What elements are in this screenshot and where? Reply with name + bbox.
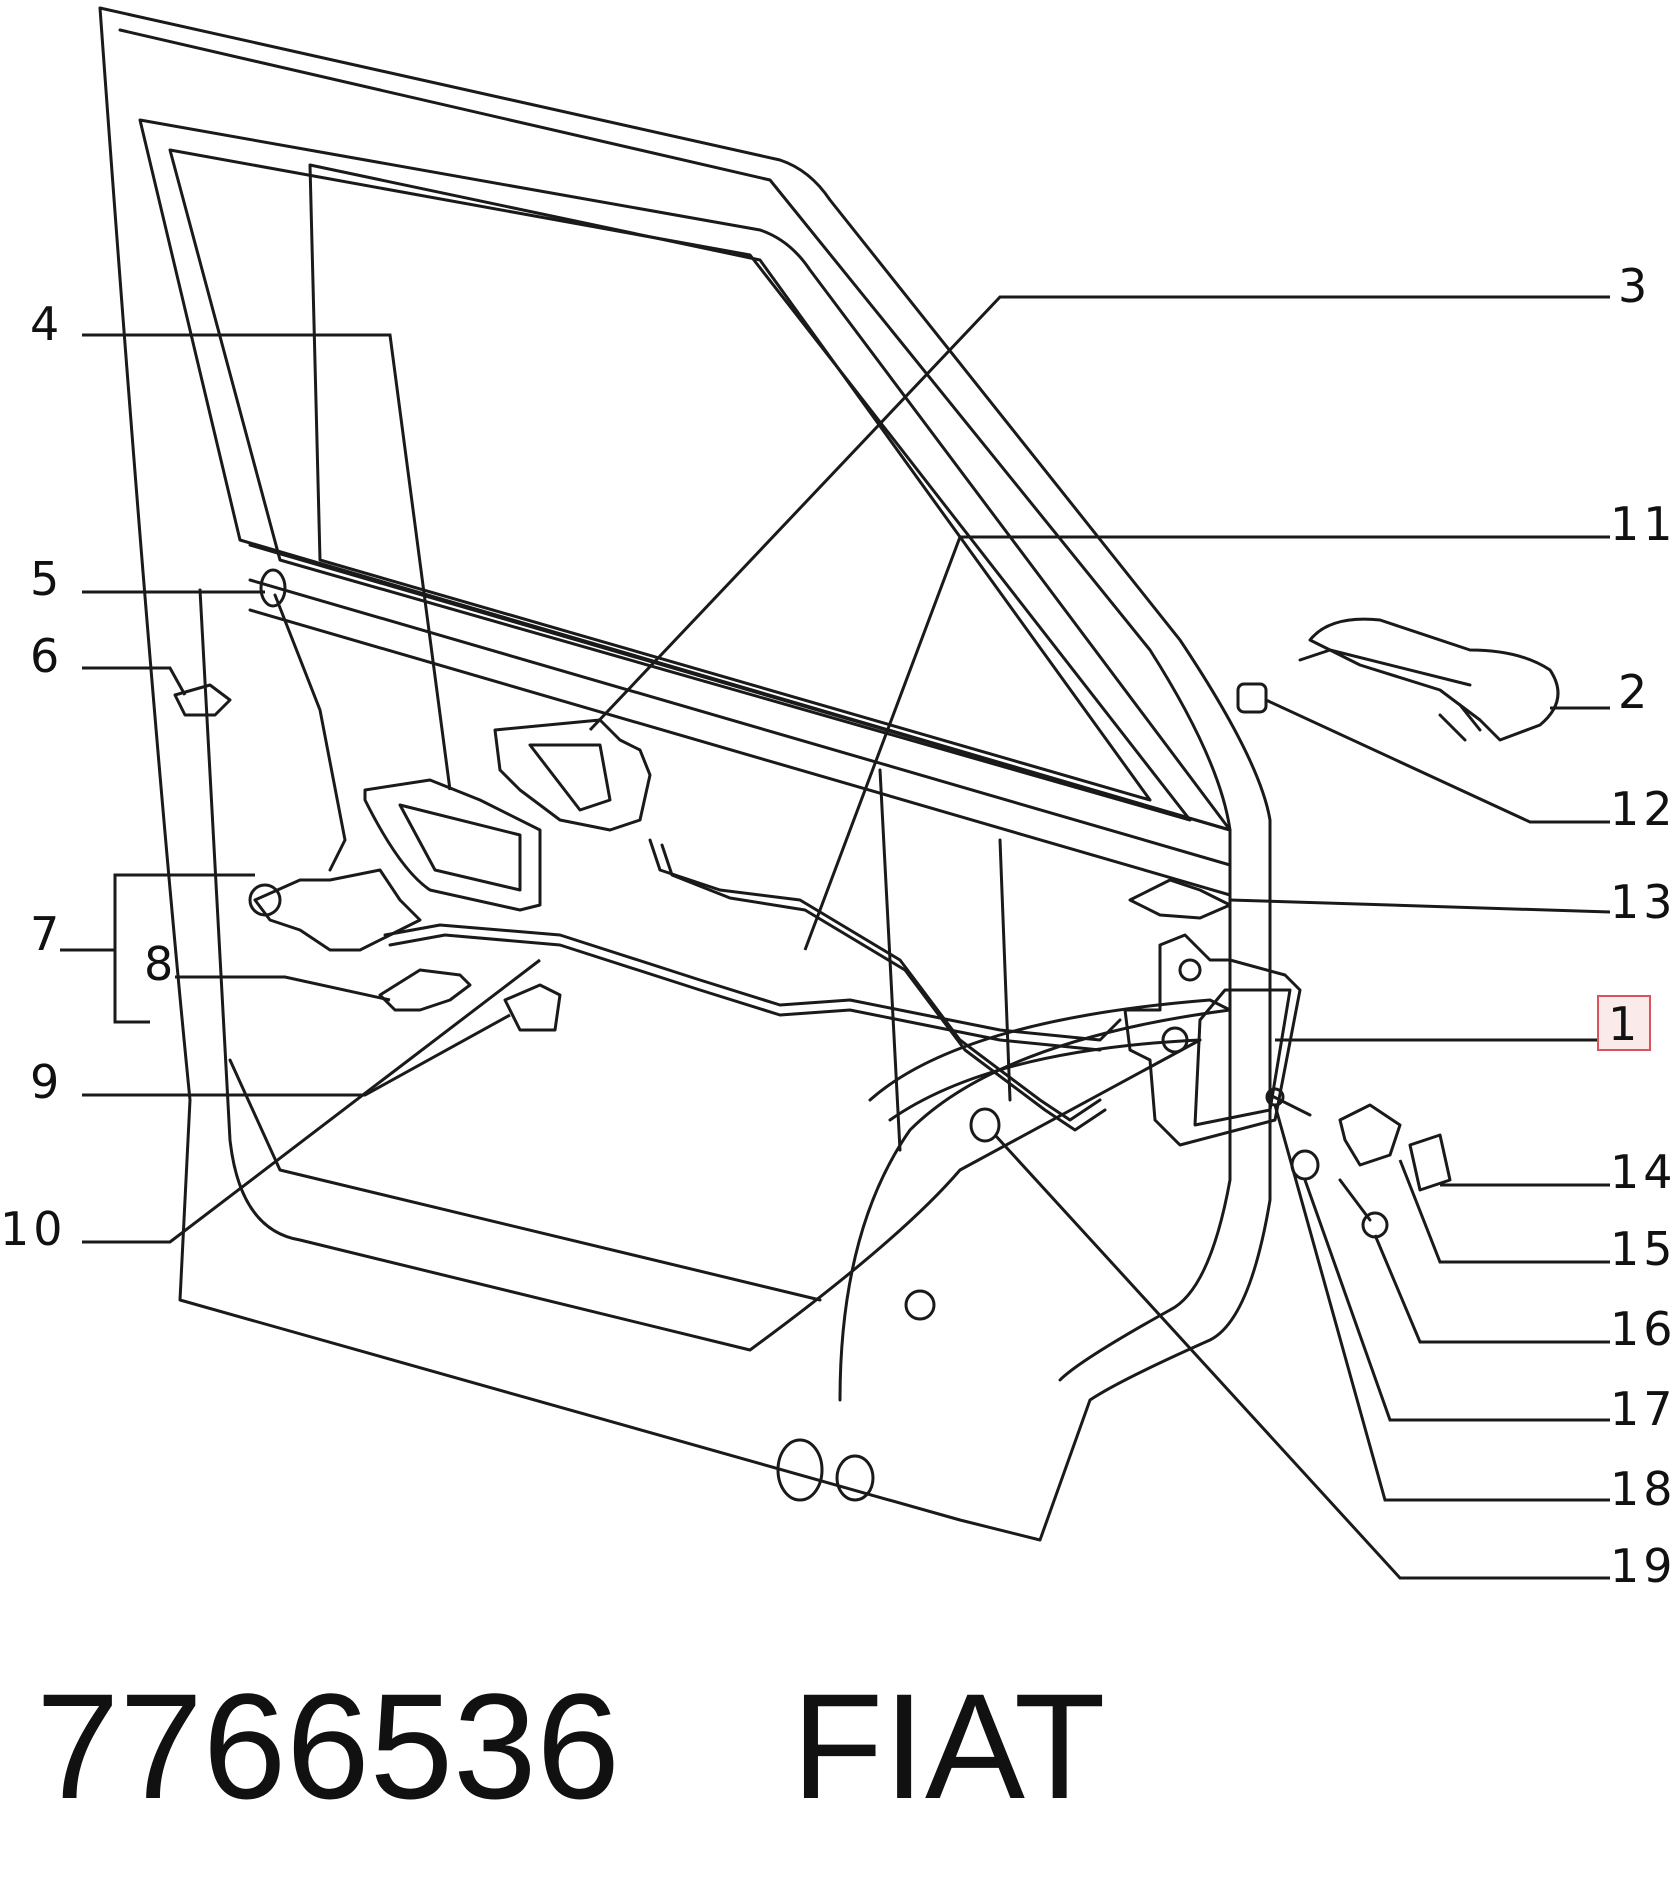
drain-hole-1 — [776, 1438, 824, 1502]
door-lock-1-face — [1193, 988, 1292, 1127]
clip-8 — [378, 968, 472, 1012]
callout-14[interactable]: 14 — [1610, 1145, 1673, 1199]
callout-19[interactable]: 19 — [1610, 1539, 1673, 1593]
lock-assembly-7-cyl — [248, 883, 282, 917]
door-frame-inner — [118, 28, 1232, 1382]
panel-hole — [904, 1289, 936, 1321]
callout-4[interactable]: 4 — [30, 297, 63, 351]
door-lock-1-pivot — [1178, 958, 1202, 982]
leader-7-bracket — [113, 873, 255, 1024]
callout-2[interactable]: 2 — [1618, 665, 1651, 719]
leader-18 — [1273, 1104, 1610, 1502]
belt-rail-3 — [248, 608, 1232, 897]
leader-8 — [175, 975, 391, 1002]
lock-knob-5 — [259, 568, 287, 608]
rod-11 — [648, 838, 1102, 1122]
callout-18[interactable]: 18 — [1610, 1462, 1673, 1516]
wheel-arch-inner — [888, 1038, 1202, 1122]
callout-15[interactable]: 15 — [1610, 1222, 1673, 1276]
callout-16[interactable]: 16 — [1610, 1302, 1673, 1356]
grommet-6 — [173, 683, 232, 717]
screw-18 — [1268, 1093, 1312, 1117]
leader-17 — [1303, 1179, 1610, 1422]
leader-19 — [993, 1133, 1610, 1580]
inner-handle-3 — [493, 718, 652, 832]
window-opening — [138, 118, 1232, 832]
outer-handle-stud — [1298, 648, 1332, 662]
bushing-9 — [503, 983, 562, 1032]
callout-1-highlight — [1597, 995, 1651, 1051]
escutcheon-4-inner — [398, 803, 522, 892]
leader-10 — [82, 958, 541, 1244]
callout-17[interactable]: 17 — [1610, 1382, 1673, 1436]
callout-7[interactable]: 7 — [30, 907, 63, 961]
inner-panel — [198, 588, 1202, 1352]
striker-15 — [1338, 1103, 1402, 1167]
rod-2 — [388, 933, 1102, 1052]
rod-11b — [660, 843, 1107, 1132]
callout-10[interactable]: 10 — [0, 1202, 67, 1256]
leader-12 — [1265, 698, 1610, 824]
window-opening-inner — [168, 148, 1192, 822]
leader-9 — [82, 1013, 511, 1097]
leader-11 — [803, 535, 1610, 951]
rod-1 — [383, 923, 1122, 1042]
leader-3 — [588, 295, 1610, 732]
drain-hole-2 — [835, 1454, 875, 1502]
outer-handle-grip — [1328, 648, 1472, 687]
callout-labels: 1 2 3 4 5 6 7 8 9 10 11 12 13 14 15 16 1… — [0, 259, 1673, 1593]
outer-handle — [1308, 617, 1560, 742]
brand-name: FIAT — [791, 1662, 1106, 1830]
belt-rail-upper — [248, 543, 1232, 832]
callout-5[interactable]: 5 — [30, 552, 63, 606]
lock-rod-5 — [273, 593, 347, 872]
bolt-16 — [1338, 1178, 1372, 1222]
callout-1[interactable]: 1 — [1608, 997, 1641, 1051]
bolt-16-head — [1361, 1211, 1389, 1239]
belt-rail-lower — [248, 578, 1232, 867]
lock-assembly-7 — [253, 868, 422, 952]
outer-handle-bolt — [1438, 703, 1482, 742]
callout-12[interactable]: 12 — [1610, 782, 1673, 836]
caption: 7766536 FIAT — [36, 1660, 1106, 1833]
striker-plate-14 — [1408, 1133, 1452, 1192]
callout-9[interactable]: 9 — [30, 1055, 63, 1109]
callout-11[interactable]: 11 — [1610, 497, 1673, 551]
leader-16 — [1373, 1234, 1610, 1344]
leader-13 — [1229, 898, 1611, 914]
window-glass-edge — [308, 163, 1152, 802]
escutcheon-4 — [363, 778, 542, 912]
inner-handle-3-lever — [528, 743, 612, 812]
door-lock-1-pivot-2 — [1161, 1026, 1189, 1054]
inner-panel-lower — [228, 1058, 822, 1302]
bushing-12 — [1236, 682, 1268, 714]
leader-15 — [1398, 1159, 1610, 1264]
callout-13[interactable]: 13 — [1610, 875, 1673, 929]
stiffener-2 — [998, 838, 1012, 1102]
door-frame-outline — [98, 6, 1272, 1542]
callout-6[interactable]: 6 — [30, 629, 63, 683]
leader-4 — [82, 333, 452, 791]
latch-rod-clip-13 — [1128, 878, 1232, 920]
door-lock-1 — [1123, 933, 1302, 1147]
callout-3[interactable]: 3 — [1618, 259, 1651, 313]
part-number: 7766536 — [36, 1662, 620, 1830]
plug-19 — [969, 1107, 1001, 1143]
callout-8[interactable]: 8 — [144, 937, 177, 991]
leader-6 — [82, 666, 187, 696]
